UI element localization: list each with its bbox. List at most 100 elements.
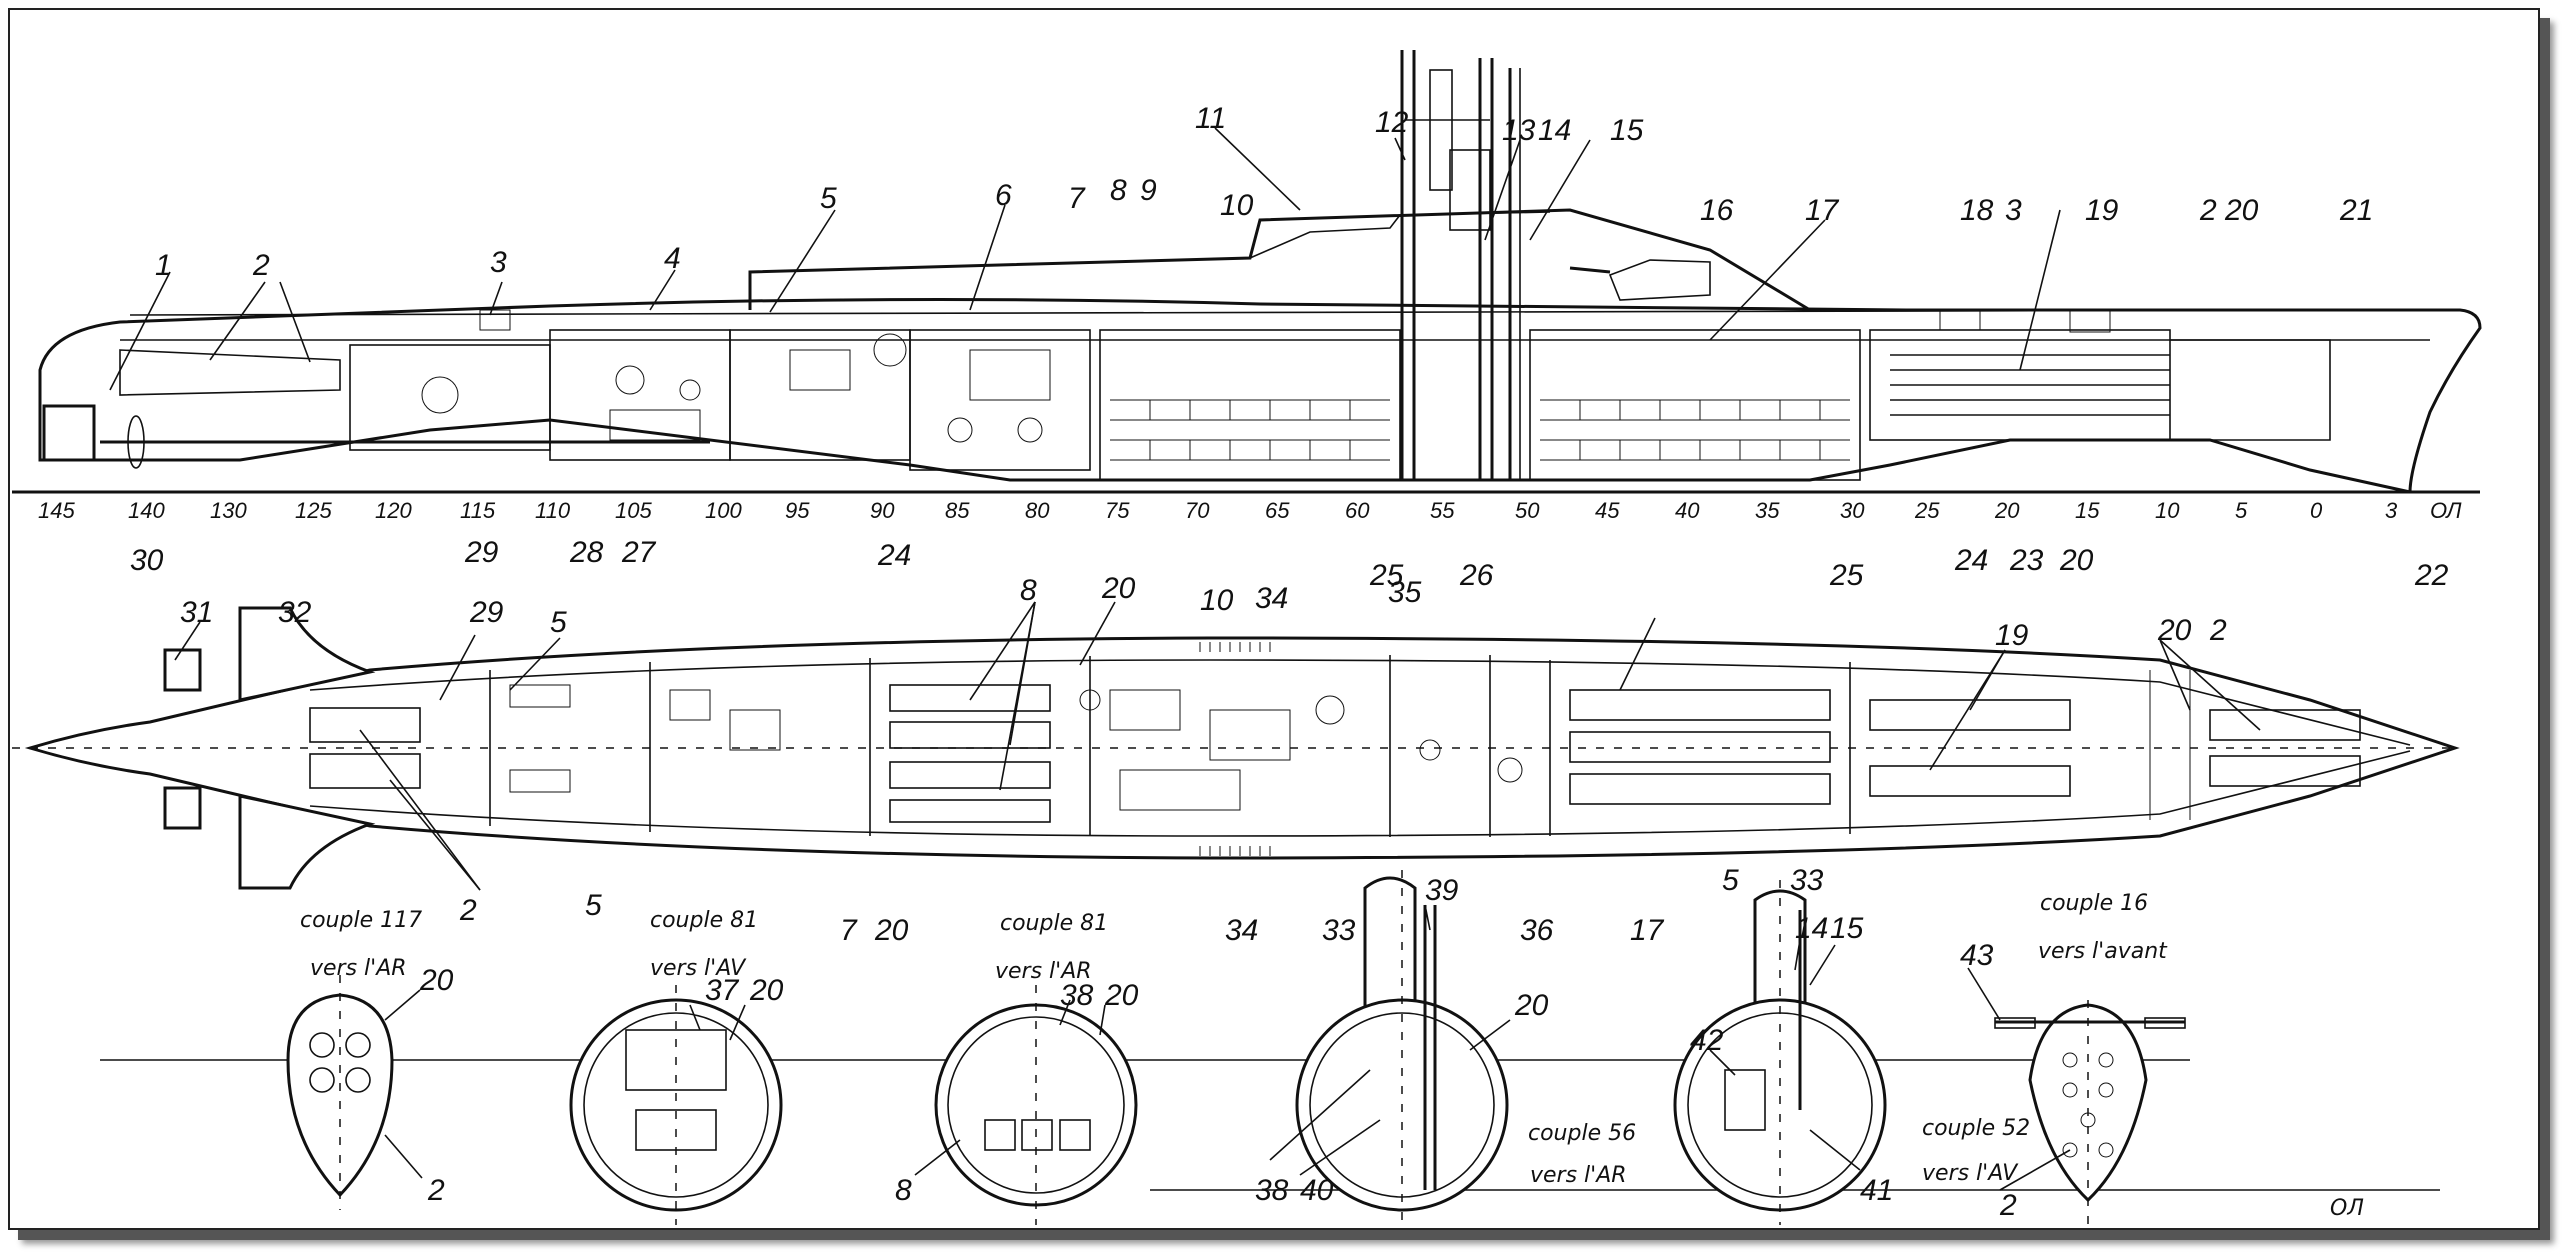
section-label: 39 [1425, 874, 1459, 907]
side-label: 29 [464, 536, 499, 569]
section-hatch [1673, 880, 1887, 1225]
section-caption: couple 16 [2040, 891, 2148, 916]
battery-compartment-aft [1099, 329, 1401, 481]
plan-label: 17 [1630, 914, 1665, 947]
side-label: 16 [1700, 194, 1734, 227]
plan-view [12, 606, 2460, 890]
section-caption: couple 52 [1922, 1116, 2030, 1141]
periscope-masts [1400, 50, 1521, 480]
frame-number: 40 [1675, 498, 1700, 523]
frame-number: 75 [1105, 498, 1130, 523]
side-label: 30 [130, 544, 164, 577]
frame-number: 105 [615, 498, 652, 523]
side-label: 24 [877, 539, 911, 572]
side-label: 12 [1375, 106, 1409, 139]
side-label: 18 [1960, 194, 1994, 227]
frame-number: 0 [2310, 498, 2323, 523]
frame-number: 80 [1025, 498, 1050, 523]
plan-label: 34 [1225, 914, 1258, 947]
frame-number: 115 [460, 498, 496, 523]
frame-number: 55 [1430, 498, 1455, 523]
section-caption: vers l'AV [1922, 1161, 2019, 1186]
side-label: 4 [664, 242, 681, 275]
section-label: 38 [1060, 979, 1094, 1012]
rudder [42, 404, 96, 462]
frame-number: 3 [2385, 498, 2398, 523]
side-label: 24 [1954, 544, 1988, 577]
plan-equipment [509, 670, 2191, 820]
section-caption: couple 56 [1528, 1121, 1636, 1146]
plan-label: 20 [2157, 614, 2192, 647]
frame-number: 95 [785, 498, 810, 523]
side-label: 25 [1369, 559, 1404, 592]
frame-number: 35 [1755, 498, 1780, 523]
section-caption: couple 81 [1000, 911, 1108, 936]
frame-number: 50 [1515, 498, 1540, 523]
side-label: 15 [1610, 114, 1644, 147]
plan-label: 35 [1388, 576, 1422, 609]
side-label: 19 [2085, 194, 2119, 227]
section-caption: vers l'avant [2038, 939, 2168, 964]
frame-number: ОЛ [2430, 498, 2462, 523]
conning-tower [748, 208, 1811, 312]
frame-number: 25 [1914, 498, 1940, 523]
plan-label: 2 [459, 894, 477, 927]
plan-label: 20 [1101, 572, 1136, 605]
plan-label: 5 [550, 606, 567, 639]
section-56 [1295, 870, 1509, 1225]
section-label: 20 [1514, 989, 1549, 1022]
frame-number: 5 [2235, 498, 2248, 523]
side-label: 3 [2005, 194, 2022, 227]
plan-label: 34 [1255, 582, 1288, 615]
plan-label: 31 [180, 596, 213, 629]
frame-number: 120 [375, 498, 412, 523]
frame-number: 145 [38, 498, 75, 523]
stern-plane-lower [238, 794, 376, 890]
side-label: 5 [820, 182, 837, 215]
section-label: 2 [427, 1174, 445, 1207]
frame-number: 140 [128, 498, 165, 523]
side-label: 8 [1110, 174, 1127, 207]
section-caption: vers l'AR [995, 959, 1092, 984]
section-81-ar [934, 985, 1138, 1225]
side-label: 3 [490, 246, 507, 279]
plan-label: 33 [1790, 864, 1824, 897]
frame-number: 30 [1840, 498, 1865, 523]
battery-cells [1110, 399, 1850, 461]
side-label: 20 [2059, 544, 2094, 577]
frame-number: 130 [210, 498, 247, 523]
plan-label: 10 [1200, 584, 1234, 617]
rudder-upper [163, 648, 202, 692]
side-label: 10 [1220, 189, 1254, 222]
section-label: 37 [705, 974, 740, 1007]
rudder-lower [163, 786, 202, 830]
section-label: 20 [419, 964, 454, 997]
side-label: 20 [2224, 194, 2259, 227]
section-label: 42 [1690, 1024, 1724, 1057]
plan-label: 36 [1520, 914, 1554, 947]
side-label: 23 [2009, 544, 2044, 577]
frame-number: 10 [2155, 498, 2180, 523]
section-label: 43 [1960, 939, 1994, 972]
frame-number: 85 [945, 498, 970, 523]
side-label: 21 [2339, 194, 2373, 227]
section-label: 20 [749, 974, 784, 1007]
side-label: 6 [995, 179, 1012, 212]
plan-hull-outline [24, 636, 2460, 860]
section-16 [1994, 1000, 2186, 1228]
section-81-av [569, 985, 783, 1225]
side-label: 11 [1195, 102, 1226, 135]
plan-label: 32 [278, 596, 312, 629]
side-label: 25 [1829, 559, 1864, 592]
aft-compartment [349, 344, 551, 451]
section-caption: vers l'AR [1530, 1163, 1627, 1188]
battery-compartment-fwd [1529, 329, 1861, 481]
baseline-label: ОЛ [2330, 1196, 2364, 1221]
frame-number: 125 [295, 498, 332, 523]
section-label: 20 [1104, 979, 1139, 1012]
deck-ribs [1199, 642, 1271, 856]
